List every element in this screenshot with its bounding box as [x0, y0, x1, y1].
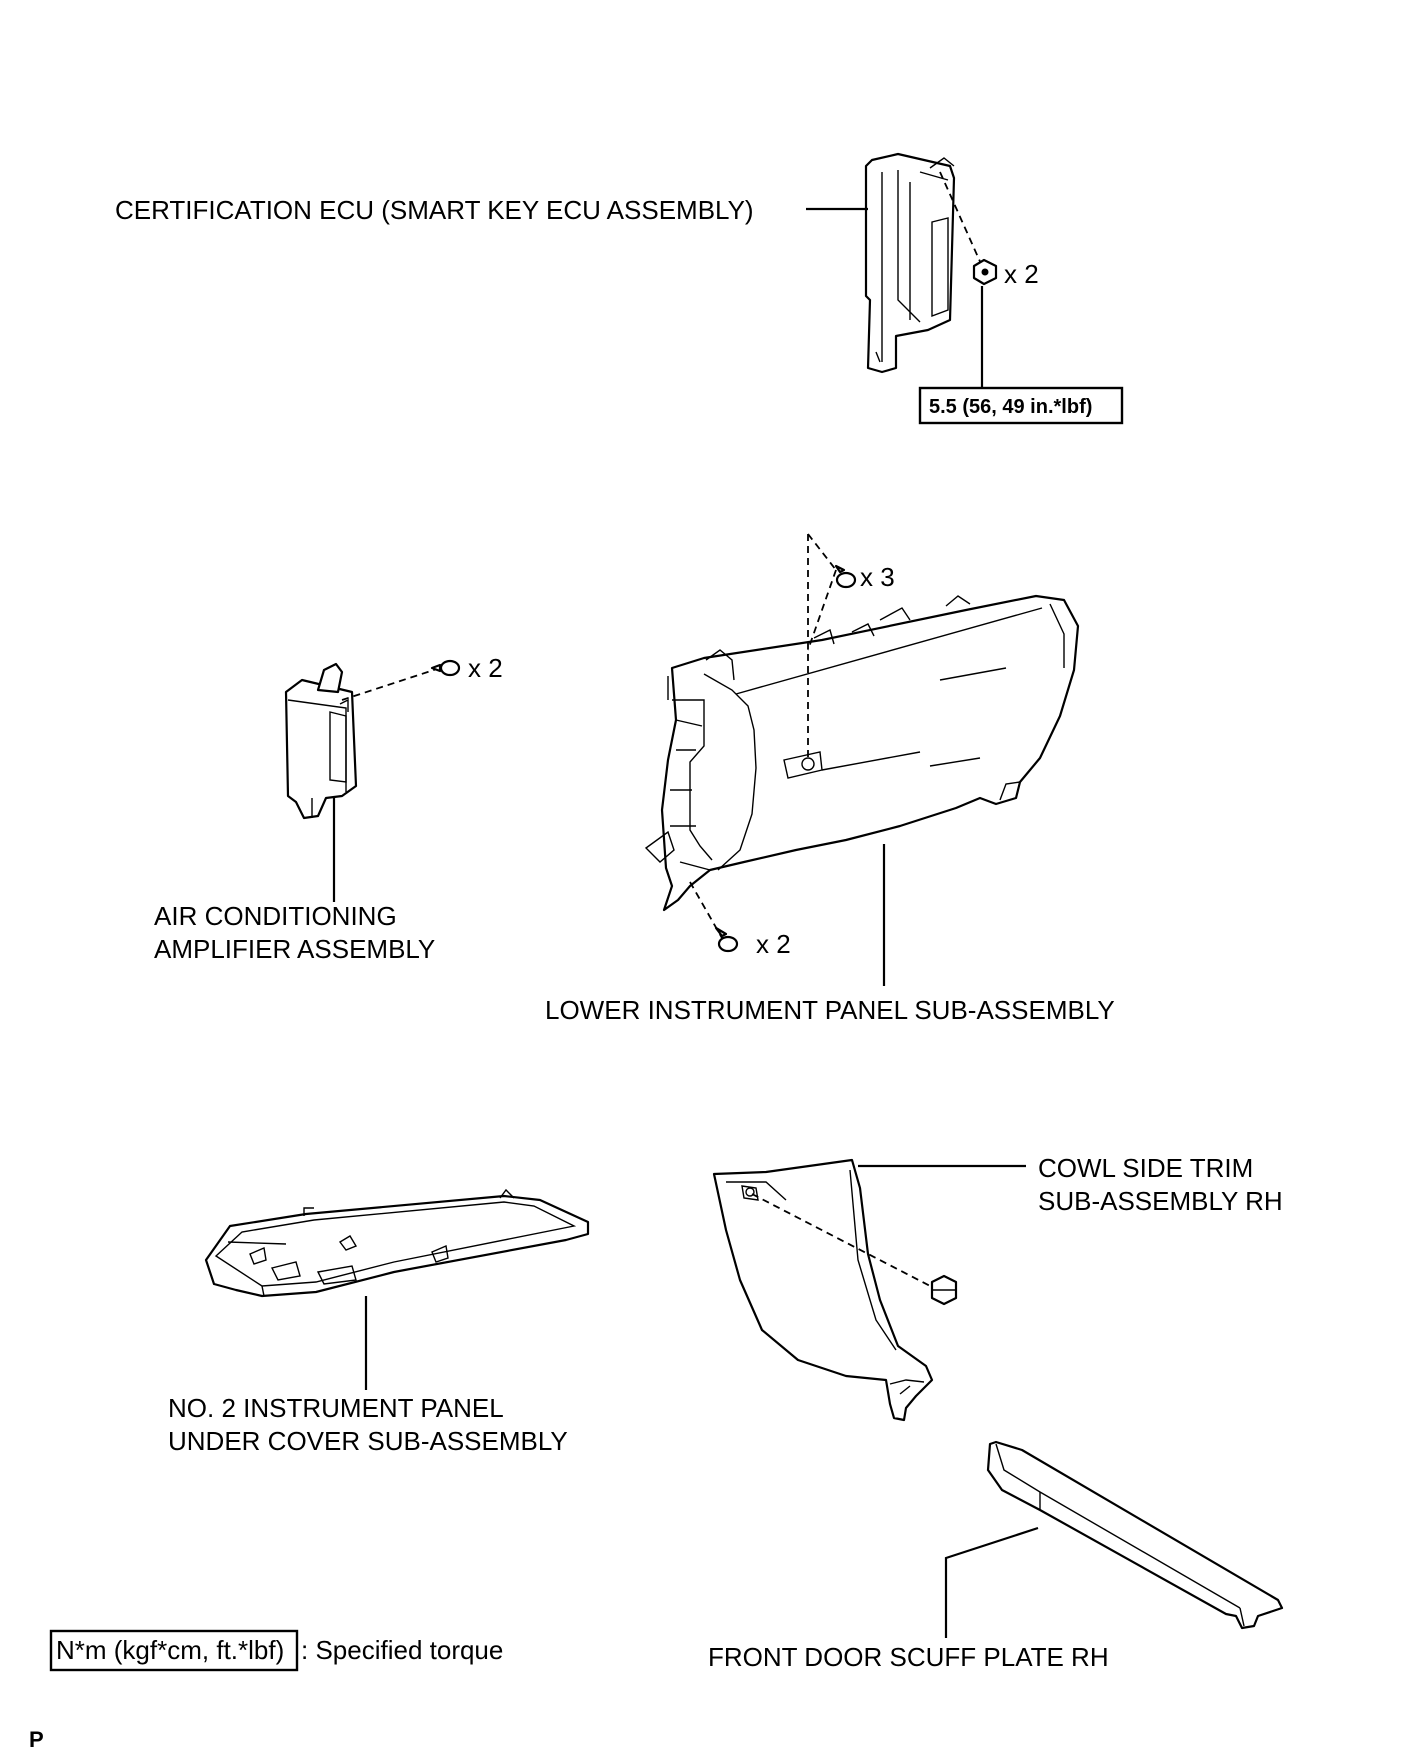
- cowl-side-trim-part: [712, 1158, 934, 1422]
- screw-icon: [834, 564, 857, 589]
- screw-icon: [714, 926, 739, 953]
- under-cover-part: [204, 1188, 590, 1298]
- nut-icon: [972, 258, 998, 286]
- screw-icon: [430, 659, 461, 677]
- certification-ecu-label: CERTIFICATION ECU (SMART KEY ECU ASSEMBL…: [115, 195, 754, 225]
- cowl-side-trim-label-line1: COWL SIDE TRIM: [1038, 1153, 1253, 1183]
- panel-top-screw-guide-lower: [807, 569, 837, 651]
- clip-icon: [930, 1274, 958, 1306]
- air-conditioning-amplifier-part: [284, 662, 358, 820]
- certification-ecu-part: [864, 152, 956, 374]
- ecu-nut-guide: [939, 171, 983, 267]
- ecu-nut-qty: x 2: [1004, 259, 1039, 289]
- panel-top-screw-qty: x 3: [860, 562, 895, 592]
- ecu-torque-value: 5.5 (56, 49 in.*lbf): [929, 396, 1092, 418]
- under-cover-label-line1: NO. 2 INSTRUMENT PANEL: [168, 1393, 504, 1423]
- legend-torque-box: [49, 1629, 299, 1672]
- torque-box: [918, 386, 1124, 425]
- front-door-scuff-plate-part: [986, 1440, 1284, 1630]
- front-door-scuff-plate-label: FRONT DOOR SCUFF PLATE RH: [708, 1642, 1109, 1672]
- scuff-plate-label-leader: [944, 1526, 1039, 1638]
- lower-instrument-panel-label: LOWER INSTRUMENT PANEL SUB-ASSEMBLY: [545, 995, 1115, 1025]
- ac-amplifier-label-line1: AIR CONDITIONING: [154, 901, 397, 931]
- cowl-trim-clip-guide: [751, 1193, 935, 1289]
- cowl-side-trim-label-line2: SUB-ASSEMBLY RH: [1038, 1186, 1283, 1216]
- ac-screw-guide: [341, 667, 441, 701]
- under-cover-label-line2: UNDER COVER SUB-ASSEMBLY: [168, 1426, 568, 1456]
- panel-bottom-screw-qty: x 2: [756, 929, 791, 959]
- legend-meaning: : Specified torque: [301, 1635, 503, 1665]
- ac-screw-qty: x 2: [468, 653, 503, 683]
- corner-mark: P: [29, 1727, 44, 1752]
- ac-amplifier-label-line2: AMPLIFIER ASSEMBLY: [154, 934, 435, 964]
- legend-units: N*m (kgf*cm, ft.*lbf): [56, 1635, 284, 1665]
- panel-top-screw-guide-diagonal: [807, 533, 837, 571]
- lower-instrument-panel-part: [644, 594, 1080, 912]
